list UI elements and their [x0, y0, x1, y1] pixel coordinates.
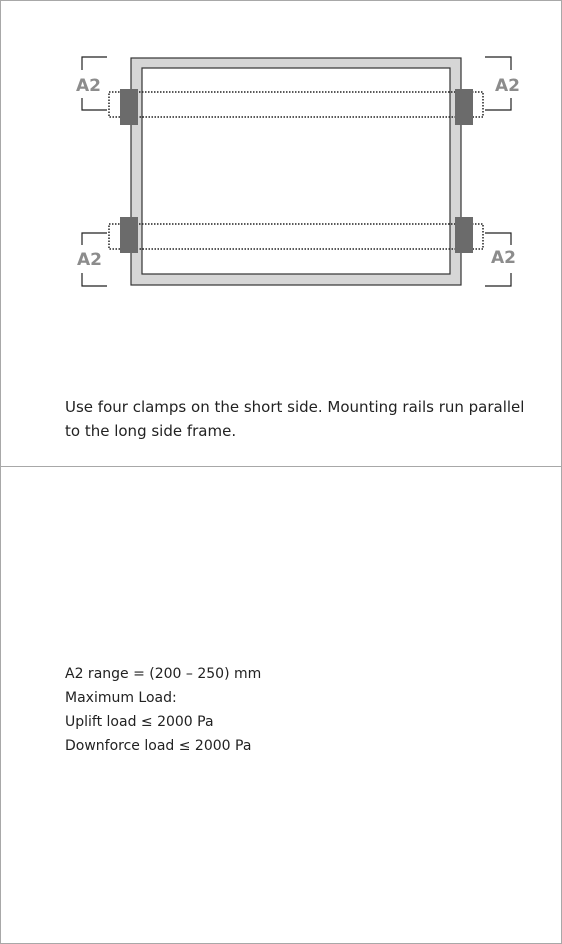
diagram-cell: A2 A2 A2 A2 Use four clamps on the short… — [0, 0, 562, 467]
dimension-bracket-top-left-upper — [81, 56, 107, 70]
clamp-layout-diagram: A2 A2 A2 A2 — [76, 56, 520, 287]
dimension-bracket-bottom-left-lower — [81, 273, 107, 287]
clamp-bottom-left — [120, 217, 138, 253]
dimension-bracket-bottom-right-lower — [485, 273, 512, 287]
dimension-bracket-top-right-lower — [485, 98, 512, 111]
uplift-load-text: Uplift load ≤ 2000 Pa — [65, 714, 214, 730]
clamp-top-left — [120, 89, 138, 125]
clamp-bottom-right — [455, 217, 473, 253]
downforce-load-text: Downforce load ≤ 2000 Pa — [65, 738, 252, 754]
label-a2-top-left: A2 — [76, 76, 101, 96]
label-a2-bottom-right: A2 — [491, 248, 516, 268]
clamp-top-right — [455, 89, 473, 125]
dimension-bracket-top-left-lower — [81, 98, 107, 111]
mounting-rail-top — [108, 91, 484, 118]
clamp-description: Use four clamps on the short side. Mount… — [65, 398, 525, 440]
dimension-bracket-bottom-right-upper — [485, 232, 512, 245]
mounting-rail-bottom — [108, 223, 484, 250]
label-a2-top-right: A2 — [495, 76, 520, 96]
label-a2-bottom-left: A2 — [77, 250, 102, 270]
module-frame-inner — [141, 67, 451, 275]
a2-range-text: A2 range = (200 – 250) mm — [65, 666, 262, 682]
specs-cell: A2 range = (200 – 250) mm Maximum Load: … — [0, 466, 562, 944]
load-specs: A2 range = (200 – 250) mm Maximum Load: … — [65, 662, 261, 758]
dimension-bracket-bottom-left-upper — [81, 232, 107, 245]
dimension-bracket-top-right-upper — [485, 56, 512, 70]
max-load-heading: Maximum Load: — [65, 690, 177, 706]
